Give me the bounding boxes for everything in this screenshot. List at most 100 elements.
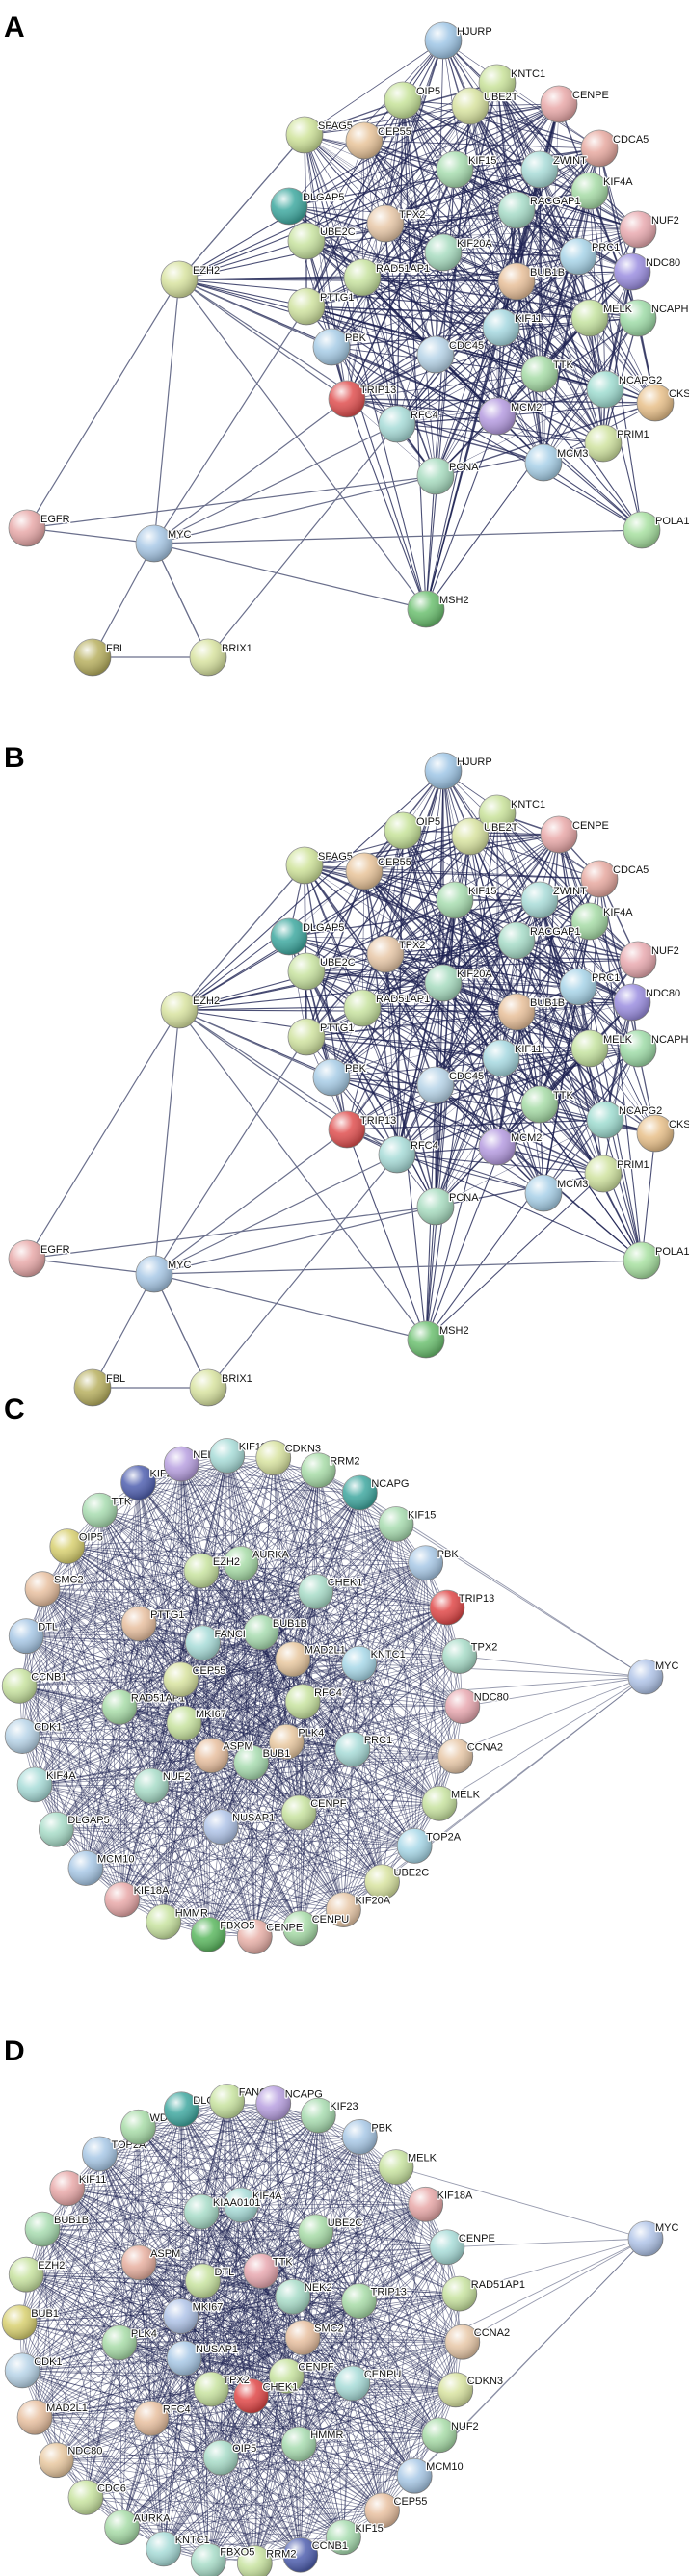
network-node: HMMR xyxy=(146,1903,209,1940)
node-label: UBE2C xyxy=(320,226,356,238)
network-node: MYC xyxy=(135,1255,193,1293)
edge xyxy=(150,2337,304,2419)
edge xyxy=(153,1206,437,1275)
edge xyxy=(300,1846,415,1929)
edge xyxy=(363,870,600,880)
network-node: CHEK1 xyxy=(298,1574,364,1609)
network-node: MKI67 xyxy=(163,2298,225,2334)
edge xyxy=(260,1632,300,1813)
node-gloss xyxy=(49,2170,85,2206)
edge xyxy=(273,1457,317,1592)
edge xyxy=(589,190,639,319)
node-label: TPX2 xyxy=(223,2375,250,2386)
edge xyxy=(66,2103,274,2190)
node-label: RAD51AP1 xyxy=(376,994,430,1005)
edge xyxy=(26,1635,185,1724)
edge xyxy=(34,2417,122,2528)
node-gloss xyxy=(498,994,535,1030)
edge xyxy=(41,1588,122,1900)
edge xyxy=(208,1706,464,1935)
edge xyxy=(438,2294,461,2435)
edge xyxy=(178,279,332,348)
node-gloss xyxy=(425,965,462,1001)
edge xyxy=(292,2166,397,2297)
edge xyxy=(346,398,544,464)
edge xyxy=(589,317,643,531)
node-label: POLA1 xyxy=(655,516,689,527)
edge xyxy=(260,1632,287,1742)
edge xyxy=(240,2103,275,2206)
node-gloss xyxy=(585,425,622,462)
edge xyxy=(305,240,498,417)
node-label: NCAPG xyxy=(285,2089,323,2101)
node-gloss xyxy=(282,1910,318,1946)
node-gloss xyxy=(408,1321,444,1358)
edge xyxy=(292,2115,319,2297)
network-node: AURKA xyxy=(223,1546,291,1581)
edge xyxy=(18,2188,68,2323)
edge xyxy=(496,812,591,922)
node-label: CEP55 xyxy=(378,857,411,868)
edge xyxy=(42,1588,316,1592)
network-node: PRIM1 xyxy=(584,424,650,463)
edge xyxy=(26,1009,180,1260)
node-label: KIF4A xyxy=(252,2191,282,2202)
node-gloss xyxy=(408,591,444,627)
edge xyxy=(202,1642,300,1814)
node-gloss xyxy=(620,1030,656,1067)
edge xyxy=(200,2211,316,2233)
network-node: KIF11 xyxy=(209,1438,267,1474)
edge xyxy=(200,1570,440,1804)
edge xyxy=(22,2337,304,2372)
edge xyxy=(346,986,579,1130)
edge xyxy=(305,99,404,242)
node-label: CEP55 xyxy=(193,1665,226,1677)
node-gloss xyxy=(281,1794,317,1830)
edge xyxy=(22,1736,222,1827)
node-label: NEK2 xyxy=(305,2282,332,2294)
edge xyxy=(56,1656,460,1830)
edge xyxy=(302,1701,440,1804)
network-node: KIF20A xyxy=(424,964,494,1002)
edge xyxy=(226,2101,359,2301)
hub-node: MYC xyxy=(627,2220,680,2257)
edge xyxy=(150,2418,209,2562)
edge xyxy=(56,1659,294,1830)
edge xyxy=(202,2280,212,2390)
edge xyxy=(539,190,591,375)
edge xyxy=(19,1686,344,1910)
edge xyxy=(22,1642,203,1737)
node-gloss xyxy=(224,2188,258,2222)
edge xyxy=(178,1009,427,1341)
network-node: KIF15 xyxy=(326,2519,384,2556)
edge xyxy=(305,834,560,972)
edge xyxy=(299,1676,647,1814)
edge xyxy=(66,1546,203,1644)
node-label: KIF15 xyxy=(468,155,496,167)
edge xyxy=(202,1642,440,1804)
edge xyxy=(402,99,444,253)
node-gloss xyxy=(425,753,462,789)
network-node: FBXO5 xyxy=(190,1916,256,1952)
node-label: MYC xyxy=(168,529,192,541)
node-gloss xyxy=(585,1155,622,1192)
node-label: RFC4 xyxy=(411,1140,438,1152)
network-node: TOP2A xyxy=(396,1828,463,1864)
edge xyxy=(516,920,591,1013)
panel-d: KIF11TOP2AWDHD1DLGAP5FANCINCAPGKIF23PBKM… xyxy=(1,2035,680,2576)
edge xyxy=(202,2280,354,2384)
edge xyxy=(150,1659,294,1787)
edge xyxy=(516,940,606,1121)
edge xyxy=(253,1812,300,1937)
node-gloss xyxy=(39,1812,74,1847)
edge xyxy=(543,986,579,1194)
network-node: DLGAP5 xyxy=(38,1811,111,1847)
edge xyxy=(180,1563,242,1680)
network-node: KIAA0101 xyxy=(183,2193,262,2230)
node-gloss xyxy=(437,2372,473,2407)
node-label: PRC1 xyxy=(364,1735,392,1746)
node-label: PRC1 xyxy=(592,972,620,984)
edge xyxy=(208,2510,383,2562)
edge xyxy=(253,2443,300,2563)
